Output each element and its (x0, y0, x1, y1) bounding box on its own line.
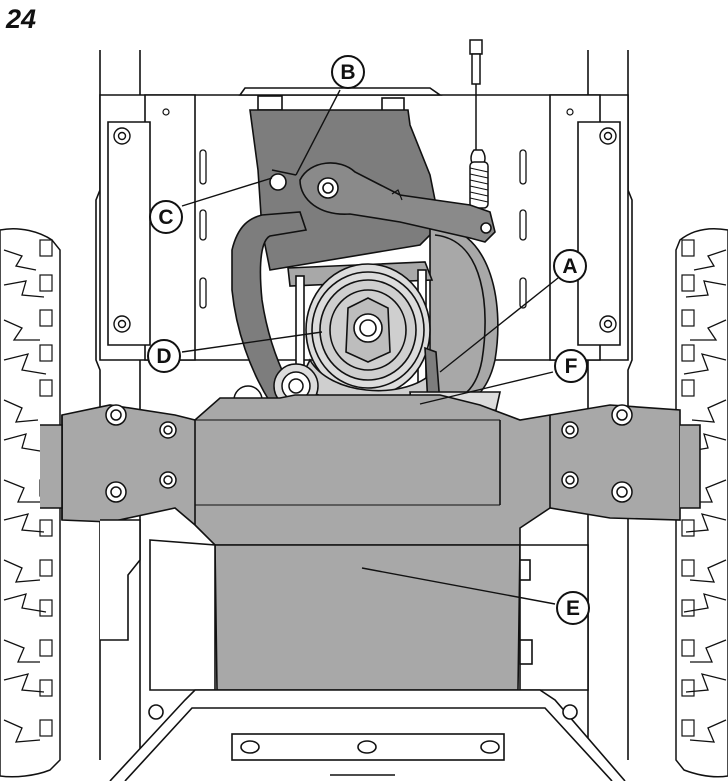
right-wheel (675, 228, 728, 778)
leader-line-d (181, 331, 323, 353)
leader-line-a (439, 277, 559, 373)
leader-line-e (361, 567, 556, 605)
callout-b: B (331, 55, 365, 89)
support-arm (231, 211, 308, 403)
leader-lines (181, 89, 559, 605)
leader-line-f (419, 371, 554, 405)
left-wheel (0, 228, 61, 778)
transmission-housing (100, 519, 589, 691)
callout-d: D (147, 339, 181, 373)
axle-housing (40, 394, 701, 546)
bottom-deck (109, 689, 626, 781)
leader-line-c (181, 177, 273, 207)
callouts: A B C D E F (147, 55, 590, 625)
svg-text:C: C (158, 206, 173, 229)
svg-text:E: E (566, 597, 580, 620)
figure-number: 24 (6, 4, 37, 34)
callout-a: A (553, 249, 587, 283)
callout-f: F (554, 349, 588, 383)
callout-c: C (149, 200, 183, 234)
svg-text:D: D (156, 345, 171, 368)
svg-text:A: A (562, 255, 577, 278)
callout-e: E (556, 591, 590, 625)
svg-text:F: F (565, 355, 578, 378)
cable (469, 39, 489, 223)
drive-pulley (287, 261, 434, 409)
idler-arm (269, 162, 496, 243)
leader-line-b (295, 89, 341, 176)
svg-text:B: B (340, 61, 355, 84)
